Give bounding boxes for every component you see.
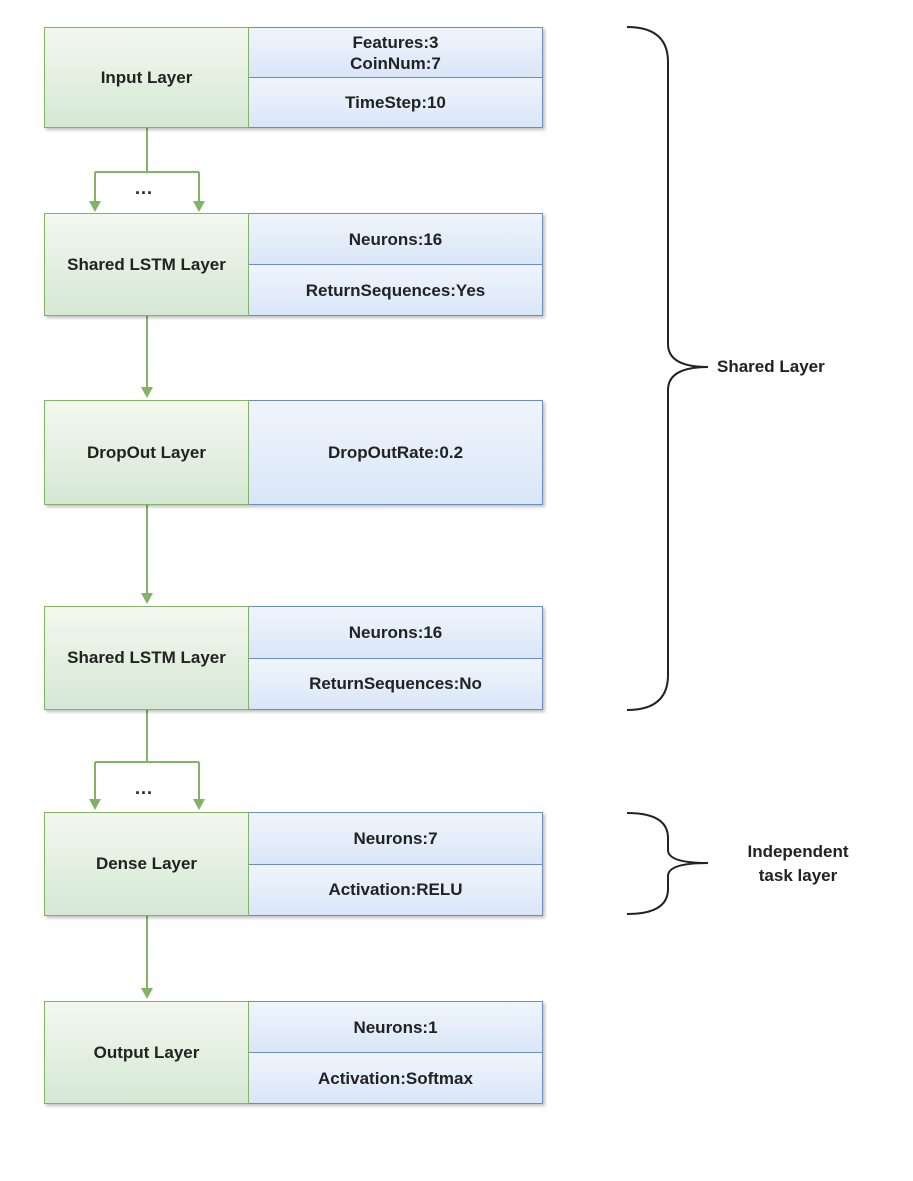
layer-name: Input Layer <box>44 27 249 128</box>
layer-params: Neurons:16 ReturnSequences:No <box>249 606 543 710</box>
param-cell: TimeStep:10 <box>249 77 542 127</box>
shared-layer-label: Shared Layer <box>717 357 825 376</box>
param-value: Activation:RELU <box>328 880 463 900</box>
layer-params: Neurons:16 ReturnSequences:Yes <box>249 213 543 316</box>
arrowhead <box>141 593 153 604</box>
param-cell: Neurons:1 <box>249 1002 542 1052</box>
param-value: CoinNum:7 <box>350 53 441 73</box>
param-cell: Activation:Softmax <box>249 1052 542 1103</box>
param-value: ReturnSequences:No <box>309 674 482 694</box>
param-value: ReturnSequences:Yes <box>305 280 486 300</box>
param-value: TimeStep:10 <box>345 93 446 112</box>
param-value: DropOutRate:0.2 <box>327 443 464 462</box>
layer-params: Neurons:1 Activation:Softmax <box>249 1001 543 1104</box>
layer-name: DropOut Layer <box>44 400 249 505</box>
arrowhead <box>89 799 101 810</box>
arrowhead <box>141 387 153 398</box>
param-cell: ReturnSequences:No <box>249 657 542 709</box>
layer-params: Features:3 CoinNum:7 TimeStep:10 <box>249 27 543 128</box>
label-line: task layer <box>758 866 838 885</box>
layer-name: Shared LSTM Layer <box>44 606 249 710</box>
dense-layer-block: Dense Layer Neurons:7 Activation:RELU <box>44 812 543 916</box>
layer-name: Dense Layer <box>44 812 249 916</box>
arrowhead <box>193 799 205 810</box>
input-layer-block: Input Layer Features:3 CoinNum:7 TimeSte… <box>44 27 543 128</box>
layer-name: Output Layer <box>44 1001 249 1104</box>
arrowhead <box>141 988 153 999</box>
param-value: Neurons:16 <box>348 622 443 642</box>
shared-layer-brace <box>626 26 709 711</box>
param-value: Neurons:1 <box>353 1017 438 1037</box>
param-cell: DropOutRate:0.2 <box>249 401 542 504</box>
independent-layer-brace <box>626 812 709 915</box>
layer-params: Neurons:7 Activation:RELU <box>249 812 543 916</box>
arrowhead <box>89 201 101 212</box>
ellipsis: ... <box>135 778 154 798</box>
param-value: Features:3 <box>352 32 439 52</box>
param-cell: Features:3 CoinNum:7 <box>249 28 542 77</box>
output-layer-block: Output Layer Neurons:1 Activation:Softma… <box>44 1001 543 1104</box>
param-cell: ReturnSequences:Yes <box>249 264 542 315</box>
independent-task-layer-label: Independent task layer <box>727 840 869 888</box>
dropout-layer-block: DropOut Layer DropOutRate:0.2 <box>44 400 543 505</box>
shared-lstm-layer-2-block: Shared LSTM Layer Neurons:16 ReturnSeque… <box>44 606 543 710</box>
param-cell: Activation:RELU <box>249 863 542 915</box>
ellipsis: ... <box>135 178 154 198</box>
param-value: Activation:Softmax <box>318 1068 473 1088</box>
layer-name: Shared LSTM Layer <box>44 213 249 316</box>
param-cell: Neurons:16 <box>249 607 542 658</box>
connector-lstm2-to-dense <box>94 710 200 800</box>
param-cell: Neurons:7 <box>249 813 542 864</box>
label-line: Independent <box>747 842 849 861</box>
layer-params: DropOutRate:0.2 <box>249 400 543 505</box>
param-value: Neurons:7 <box>353 828 438 848</box>
arrowhead <box>193 201 205 212</box>
shared-lstm-layer-1-block: Shared LSTM Layer Neurons:16 ReturnSeque… <box>44 213 543 316</box>
param-cell: Neurons:16 <box>249 214 542 264</box>
param-value: Neurons:16 <box>348 229 443 249</box>
connector-input-to-lstm1 <box>94 128 200 203</box>
